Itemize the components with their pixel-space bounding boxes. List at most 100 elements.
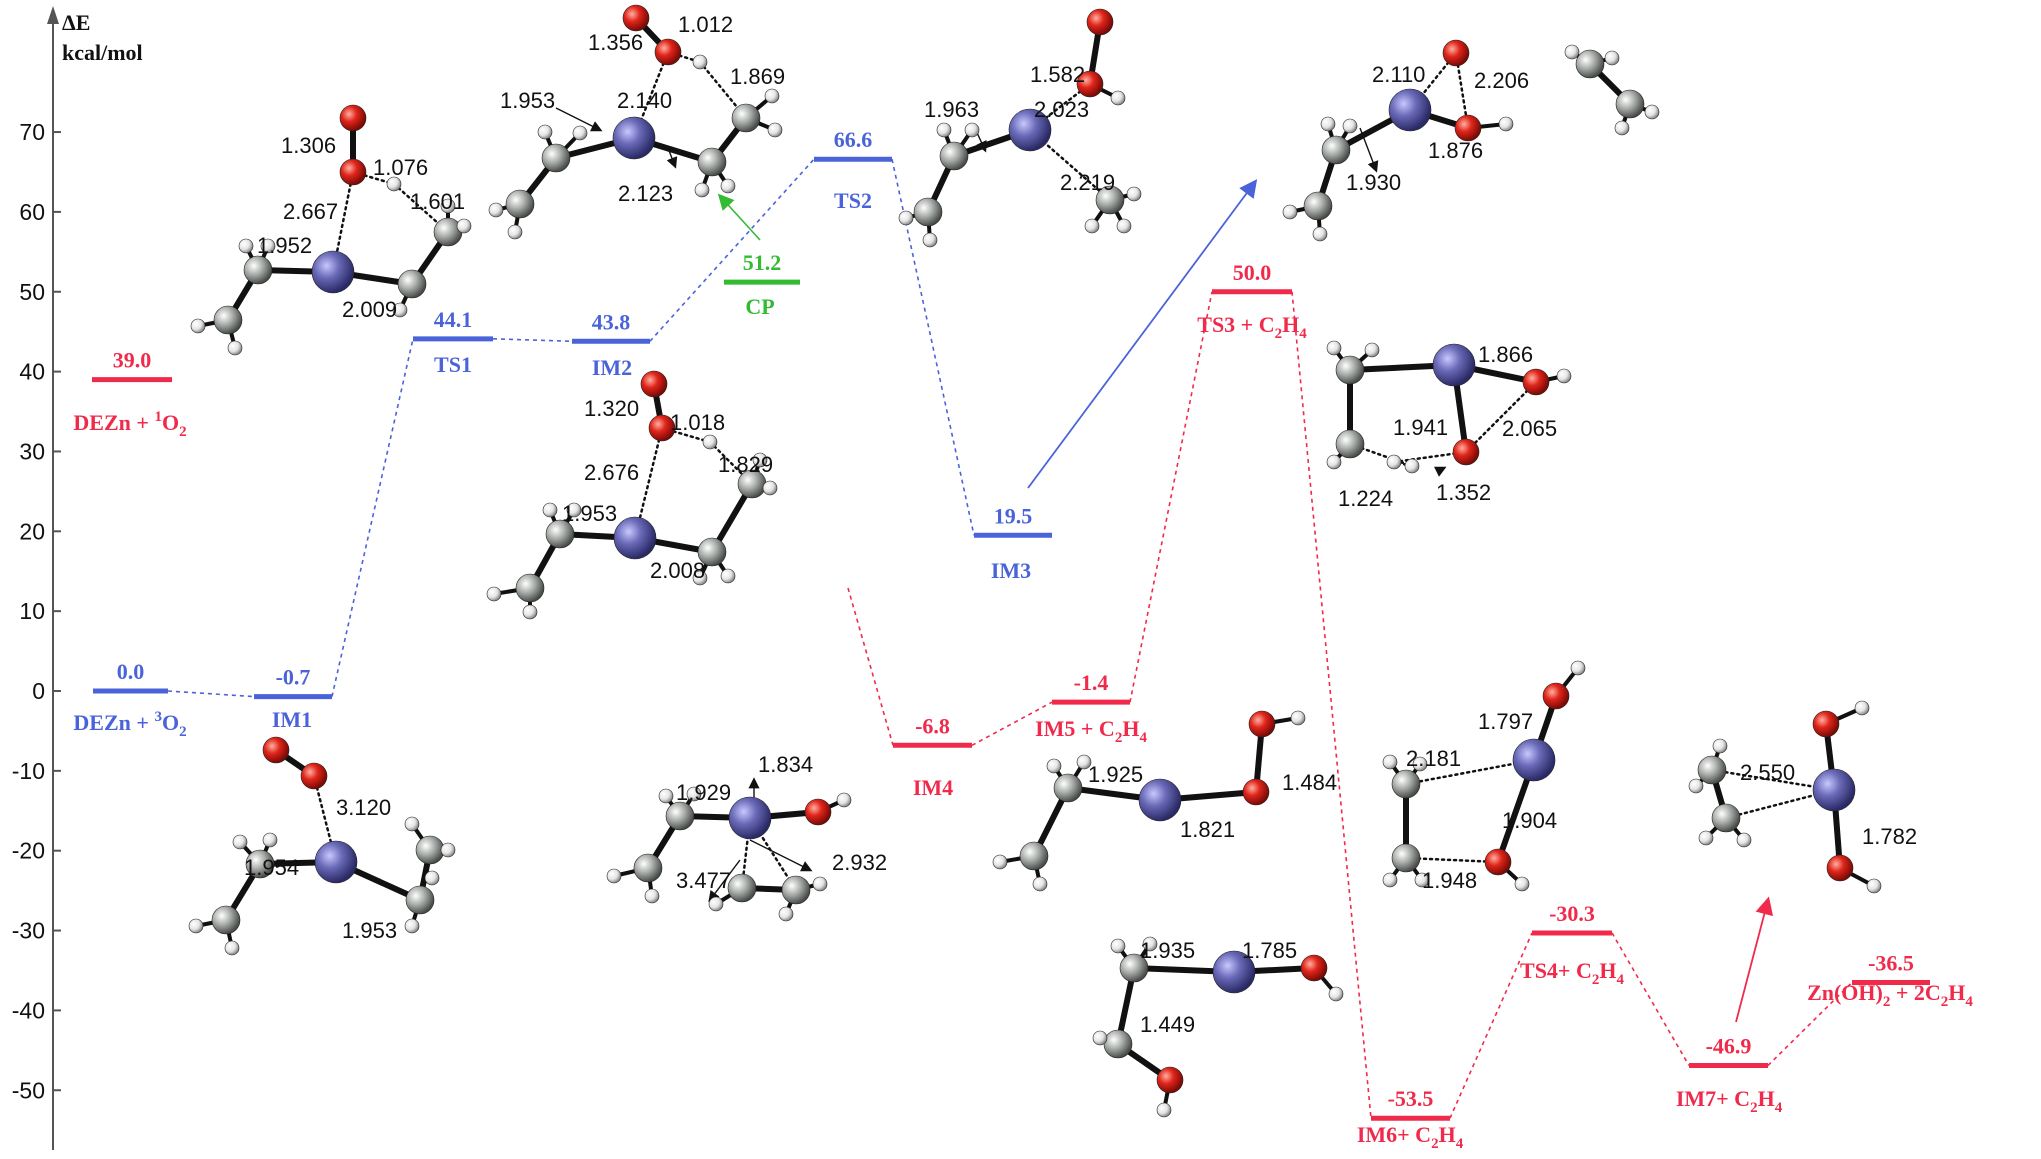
atom-h [1412, 756, 1428, 772]
bond-distance-label: 2.140 [617, 88, 672, 113]
bond-distance-label: 1.821 [1180, 817, 1235, 842]
pathway-connector [971, 701, 1053, 747]
atom-h [262, 832, 278, 848]
atom-h [1032, 876, 1048, 892]
atom-zn [314, 840, 358, 884]
bond-distance-label: 1.352 [1436, 480, 1491, 505]
atom-h [764, 88, 780, 104]
bond-distance-label: 1.782 [1862, 824, 1917, 849]
atom-h [1382, 754, 1398, 770]
atom-h [1556, 368, 1572, 384]
tick-label: 30 [19, 438, 45, 464]
pathway-connector [331, 338, 414, 697]
atom-h [1614, 120, 1630, 136]
atom-c [781, 875, 811, 905]
bond-distance-label: 1.904 [1502, 808, 1557, 833]
axis-symbol: ΔE [62, 10, 90, 35]
level-value: 43.8 [592, 309, 631, 334]
axis-arrow-icon [47, 6, 59, 24]
atom-h [1084, 218, 1100, 234]
bond-distance-label: 2.181 [1406, 746, 1461, 771]
pathway-connector [1449, 932, 1533, 1119]
atom-zn [613, 516, 657, 560]
bond-distance-label: 1.320 [584, 396, 639, 421]
atom-c [1053, 773, 1083, 803]
atom-c [515, 573, 545, 603]
atom-o [1300, 954, 1328, 982]
bond-distance-label: 2.110 [1372, 62, 1425, 87]
bond-distance-label: 1.948 [1422, 868, 1477, 893]
level-value: 50.0 [1233, 260, 1272, 285]
atom-h [1046, 758, 1062, 774]
level-value: 19.5 [994, 503, 1033, 528]
level-value: -0.7 [276, 665, 311, 690]
arrow-im3-to-structure [1027, 179, 1258, 489]
atom-h [836, 792, 852, 808]
level-label: IM4 [913, 775, 953, 800]
atom-h [227, 340, 243, 356]
atom-h [1564, 44, 1580, 60]
pathway-connector [847, 587, 894, 746]
atom-c [1335, 429, 1365, 459]
atom-h [1712, 738, 1728, 754]
atom-h [1290, 710, 1306, 726]
bond-distance-label: 1.356 [588, 30, 643, 55]
atom-h [778, 906, 794, 922]
atom-zn [1812, 768, 1856, 812]
pathway-connector [1129, 291, 1213, 703]
bond-distance-label: 1.797 [1478, 709, 1533, 734]
atom-h [812, 876, 828, 892]
bond-distance-label: 2.550 [1740, 760, 1795, 785]
tick-label: -30 [12, 918, 45, 944]
atom-c [1321, 135, 1351, 165]
bond-distance-label: 2.667 [283, 199, 338, 224]
atom-h [507, 224, 523, 240]
structure-im7: 2.550 1.782 [1688, 700, 1917, 894]
atom-h [1326, 340, 1342, 356]
atom-c [697, 147, 727, 177]
atom-o [648, 414, 676, 442]
bond-distance-label: 1.829 [718, 452, 773, 477]
atom-h [702, 434, 718, 450]
bond-distance-label: 1.785 [1242, 938, 1297, 963]
atom-o [1242, 778, 1270, 806]
level-value: -46.9 [1706, 1033, 1752, 1058]
level-label: IM2 [592, 355, 632, 380]
bond-distance-label: 1.224 [1338, 486, 1393, 511]
tick-label: 10 [19, 598, 45, 624]
atom-c [245, 849, 275, 879]
atom-h [1604, 50, 1620, 66]
atom-h [488, 202, 504, 218]
pathway-connector [1611, 932, 1690, 1066]
atom-o [1156, 1066, 1184, 1094]
level-label: TS3 + C2H4 [1197, 312, 1307, 342]
atom-h [440, 198, 456, 214]
atom-o [1076, 70, 1104, 98]
bond-distance-label: 1.953 [342, 918, 397, 943]
atom-h [694, 182, 710, 198]
tick-label: -50 [12, 1077, 45, 1103]
atom-h [404, 816, 420, 832]
atom-h [1110, 90, 1126, 106]
bond-distance-label: 1.953 [500, 88, 555, 113]
atom-zn [1432, 343, 1476, 387]
atom-c [913, 197, 943, 227]
atom-o [654, 38, 682, 66]
atom-c [397, 269, 427, 299]
atom-h [440, 842, 456, 858]
bond-distance-label: 1.952 [257, 233, 312, 258]
atom-h [456, 218, 472, 234]
